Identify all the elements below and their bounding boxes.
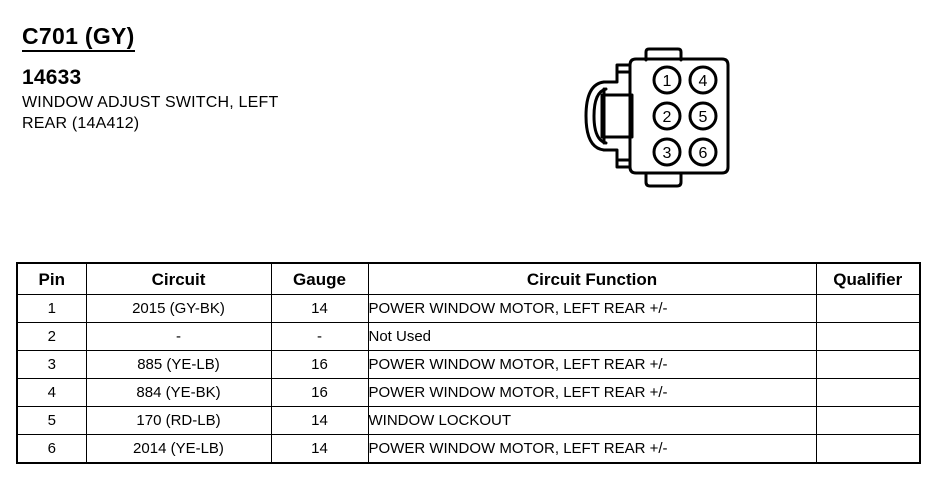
pinout-table: Pin Circuit Gauge Circuit Function Quali… xyxy=(16,262,921,464)
column-header-circuit: Circuit xyxy=(85,262,272,295)
connector-upper-left-notch xyxy=(602,70,632,84)
connector-left-keyway xyxy=(600,93,634,139)
cell-function: POWER WINDOW MOTOR, LEFT REAR +/- xyxy=(367,294,817,323)
part-number: 14633 xyxy=(22,65,82,89)
column-header-function: Circuit Function xyxy=(367,262,817,295)
cavity-circle-1 xyxy=(652,65,682,95)
cavity-label-6: 6 xyxy=(699,145,708,162)
cell-function: Not Used xyxy=(367,322,817,351)
cell-qualifier xyxy=(815,322,921,351)
cell-qualifier xyxy=(815,350,921,379)
column-header-pin: Pin xyxy=(16,262,87,295)
cell-gauge: 16 xyxy=(270,350,369,379)
cell-pin: 5 xyxy=(16,406,87,435)
column-header-qualifier: Qualifier xyxy=(815,262,921,295)
column-header-gauge: Gauge xyxy=(270,262,369,295)
cavity-label-2: 2 xyxy=(663,109,672,126)
cell-circuit: 2015 (GY-BK) xyxy=(85,294,272,323)
connector-diagram: 1 2 3 4 5 6 xyxy=(584,42,774,202)
cell-function: POWER WINDOW MOTOR, LEFT REAR +/- xyxy=(367,350,817,379)
cell-circuit: 885 (YE-LB) xyxy=(85,350,272,379)
table-header-row: Pin Circuit Gauge Circuit Function Quali… xyxy=(16,262,921,295)
cell-qualifier xyxy=(815,294,921,323)
connector-header-block: C701 (GY) 14633 WINDOW ADJUST SWITCH, LE… xyxy=(22,24,462,134)
cavity-circle-4 xyxy=(688,65,718,95)
cell-gauge: 14 xyxy=(270,294,369,323)
cavity-label-5: 5 xyxy=(699,109,708,126)
connector-latch-arc-outer xyxy=(584,80,606,152)
cavity-label-1: 1 xyxy=(663,73,672,90)
component-description: WINDOW ADJUST SWITCH, LEFT REAR (14A412) xyxy=(22,92,462,134)
cell-pin: 3 xyxy=(16,350,87,379)
cell-circuit: - xyxy=(85,322,272,351)
connector-lower-left-notch xyxy=(602,148,632,162)
cell-qualifier xyxy=(815,434,921,464)
cell-function: POWER WINDOW MOTOR, LEFT REAR +/- xyxy=(367,378,817,407)
cell-gauge: 16 xyxy=(270,378,369,407)
connector-top-tab xyxy=(644,47,683,62)
cavity-label-3: 3 xyxy=(663,145,672,162)
connector-face-view-svg: 1 2 3 4 5 6 xyxy=(584,47,730,188)
cavity-circle-6 xyxy=(688,137,718,167)
table-row: 2--Not Used xyxy=(16,322,921,351)
cavity-circle-3 xyxy=(652,137,682,167)
cell-pin: 4 xyxy=(16,378,87,407)
cell-qualifier xyxy=(815,406,921,435)
pinout-table-container: Pin Circuit Gauge Circuit Function Quali… xyxy=(16,262,921,464)
cavity-circle-5 xyxy=(688,101,718,131)
cell-gauge: 14 xyxy=(270,434,369,464)
cell-gauge: 14 xyxy=(270,406,369,435)
cell-gauge: - xyxy=(270,322,369,351)
component-description-line-1: WINDOW ADJUST SWITCH, LEFT xyxy=(22,93,279,111)
cavity-circle-2 xyxy=(652,101,682,131)
cell-qualifier xyxy=(815,378,921,407)
cell-pin: 2 xyxy=(16,322,87,351)
connector-upper-left-notch-step xyxy=(615,63,632,74)
component-description-line-2: REAR (14A412) xyxy=(22,115,140,133)
connector-id-title: C701 (GY) xyxy=(22,24,135,52)
cavity-label-4: 4 xyxy=(699,73,708,90)
connector-cavities: 1 2 3 4 5 6 xyxy=(652,65,718,167)
cell-circuit: 884 (YE-BK) xyxy=(85,378,272,407)
cell-function: WINDOW LOCKOUT xyxy=(367,406,817,435)
cell-function: POWER WINDOW MOTOR, LEFT REAR +/- xyxy=(367,434,817,464)
connector-main-body xyxy=(628,57,730,175)
cell-pin: 1 xyxy=(16,294,87,323)
connector-bottom-tab xyxy=(644,171,683,188)
cell-circuit: 2014 (YE-LB) xyxy=(85,434,272,464)
cell-circuit: 170 (RD-LB) xyxy=(85,406,272,435)
connector-latch-arc-middle xyxy=(592,87,608,145)
cell-pin: 6 xyxy=(16,434,87,464)
connector-lower-left-notch-step xyxy=(615,158,632,169)
